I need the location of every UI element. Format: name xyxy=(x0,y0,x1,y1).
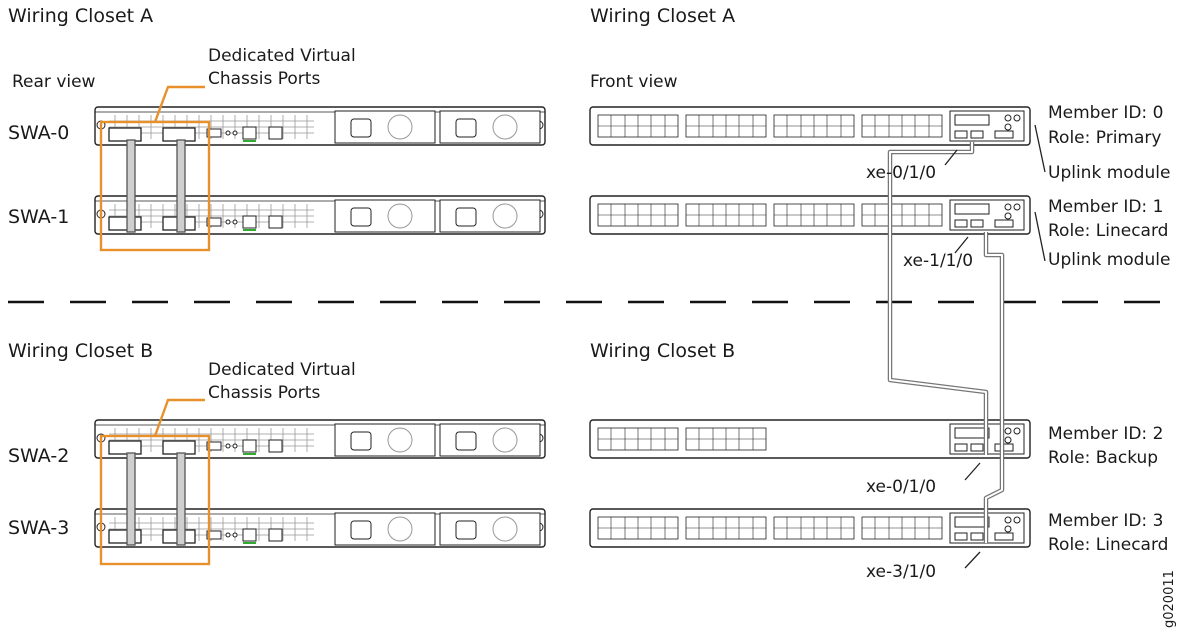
dvcp-highlight-a xyxy=(99,85,211,252)
swa-0-member-id: Member ID: 0 xyxy=(1048,103,1164,123)
swa-2-member-id: Member ID: 2 xyxy=(1048,424,1164,444)
rear-view-label: Rear view xyxy=(12,72,96,92)
swa-3-label: SWA-3 xyxy=(8,517,70,539)
vc-cables-closet-a xyxy=(126,139,186,233)
dvcp-label-a-line1: Dedicated Virtual xyxy=(208,46,356,66)
swa-3-front-chassis xyxy=(589,508,1031,548)
swa-3-member-id: Member ID: 3 xyxy=(1048,511,1164,531)
swa-2-port-label: xe-0/1/0 xyxy=(866,477,937,497)
vc-cables-closet-b xyxy=(126,452,186,546)
right-heading-closet-b: Wiring Closet B xyxy=(590,340,736,362)
swa-0-rear-chassis xyxy=(94,106,546,146)
left-heading-closet-a: Wiring Closet A xyxy=(8,5,154,27)
swa-1-port-label: xe-1/1/0 xyxy=(903,251,974,271)
dvcp-label-b-line1: Dedicated Virtual xyxy=(208,360,356,380)
swa-0-uplink-module: Uplink module xyxy=(1048,163,1171,183)
dvcp-highlight-b xyxy=(99,398,211,566)
swa-3-rear-chassis xyxy=(94,508,546,548)
swa-1-rear-chassis xyxy=(94,195,546,235)
swa-1-uplink-module: Uplink module xyxy=(1048,250,1171,270)
swa-0-front-chassis xyxy=(589,106,1031,146)
right-heading-closet-a: Wiring Closet A xyxy=(590,5,736,27)
swa-1-label: SWA-1 xyxy=(8,206,70,228)
dvcp-label-a-line2: Chassis Ports xyxy=(208,69,321,89)
swa-0-role: Role: Primary xyxy=(1048,128,1162,148)
swa-2-label: SWA-2 xyxy=(8,445,70,467)
front-view-label: Front view xyxy=(590,72,678,92)
left-heading-closet-b: Wiring Closet B xyxy=(8,340,154,362)
swa-2-role: Role: Backup xyxy=(1048,448,1159,468)
callout-lines xyxy=(944,124,1046,569)
swa-1-member-id: Member ID: 1 xyxy=(1048,197,1164,217)
swa-1-role: Role: Linecard xyxy=(1048,221,1169,241)
swa-0-label: SWA-0 xyxy=(8,122,70,144)
figure-id: g020011 xyxy=(1162,570,1177,628)
swa-3-role: Role: Linecard xyxy=(1048,535,1169,555)
swa-1-front-chassis xyxy=(589,195,1031,235)
swa-0-port-label: xe-0/1/0 xyxy=(866,163,937,183)
swa-2-rear-chassis xyxy=(94,419,546,459)
dvcp-label-b-line2: Chassis Ports xyxy=(208,383,321,403)
swa-3-port-label: xe-3/1/0 xyxy=(866,562,937,582)
swa-2-front-chassis xyxy=(589,419,1031,459)
